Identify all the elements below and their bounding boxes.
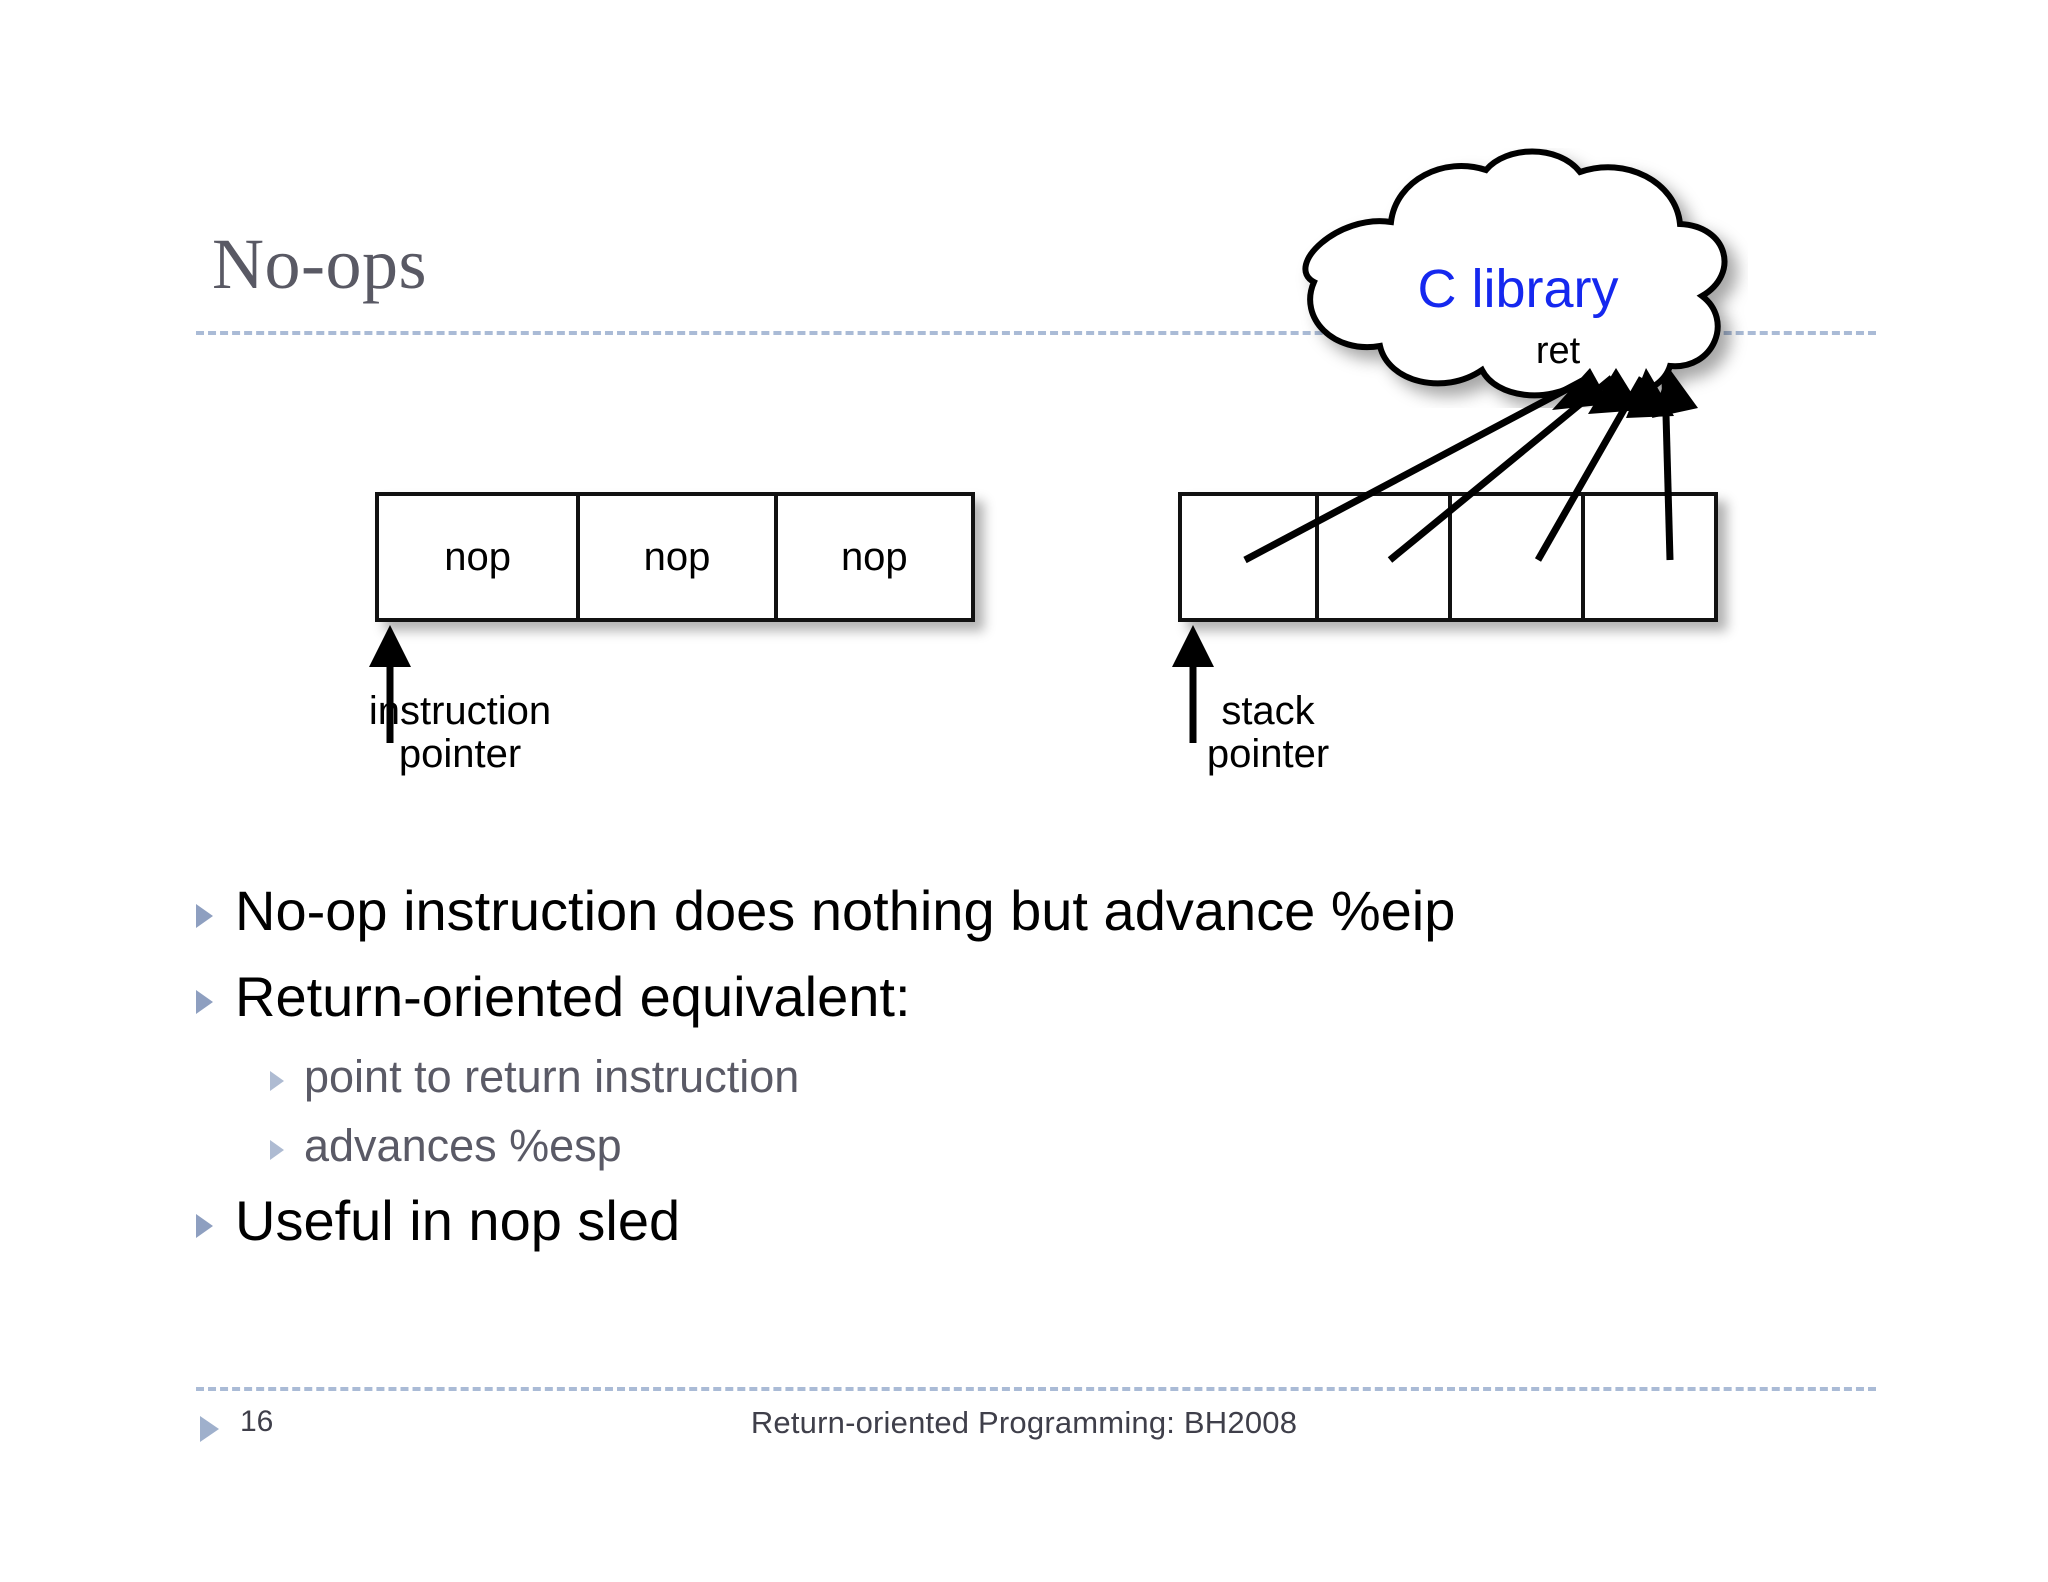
bullet-triangle-icon	[196, 904, 213, 928]
sub-bullet-triangle-icon	[270, 1071, 284, 1092]
memory-cell: nop	[576, 496, 773, 618]
cloud-label: C library	[1417, 259, 1619, 319]
cloud-ret-label: ret	[1535, 330, 1581, 372]
footer-title: Return-oriented Programming: BH2008	[750, 1405, 1298, 1440]
stack-pointer-arrow-icon	[1163, 625, 1223, 750]
footer-triangle-icon	[200, 1416, 219, 1442]
page-number: 16	[240, 1405, 274, 1438]
memory-cell: nop	[773, 496, 971, 618]
title-divider	[196, 331, 1876, 335]
sub-bullet-text: advances %esp	[304, 1120, 622, 1172]
stack-pointer-label: stack pointer	[1206, 689, 1330, 777]
bullet-item: Useful in nop sled	[196, 1188, 1876, 1254]
bullet-list: No-op instruction does nothing but advan…	[196, 878, 1876, 1274]
stack-boxes	[1178, 492, 1718, 622]
stack-cell	[1447, 496, 1581, 618]
stack-cell	[1580, 496, 1714, 618]
page-title: No-ops	[212, 224, 427, 304]
bullet-triangle-icon	[196, 990, 213, 1015]
stack-cell	[1314, 496, 1448, 618]
sub-bullet-triangle-icon	[270, 1140, 284, 1161]
cloud-icon	[1228, 148, 1748, 408]
bullet-text: Return-oriented equivalent:	[235, 965, 911, 1029]
memory-cell: nop	[444, 534, 512, 579]
bullet-triangle-icon	[196, 1214, 213, 1239]
bullet-text: Useful in nop sled	[235, 1189, 681, 1253]
bullet-text: No-op instruction does nothing but advan…	[235, 879, 1456, 942]
instruction-pointer-label: instruction pointer	[368, 689, 552, 777]
bullet-item: No-op instruction does nothing but advan…	[196, 878, 1876, 944]
instruction-pointer-arrow-icon	[360, 625, 420, 750]
instruction-memory-boxes: nop nop nop	[375, 492, 975, 622]
sub-bullet-item: point to return instruction	[196, 1050, 1876, 1103]
stack-cell	[1182, 496, 1315, 618]
footer-divider	[196, 1387, 1876, 1391]
sub-bullet-text: point to return instruction	[304, 1051, 800, 1103]
bullet-item: Return-oriented equivalent:	[196, 964, 1876, 1030]
sub-bullet-item: advances %esp	[196, 1119, 1876, 1172]
